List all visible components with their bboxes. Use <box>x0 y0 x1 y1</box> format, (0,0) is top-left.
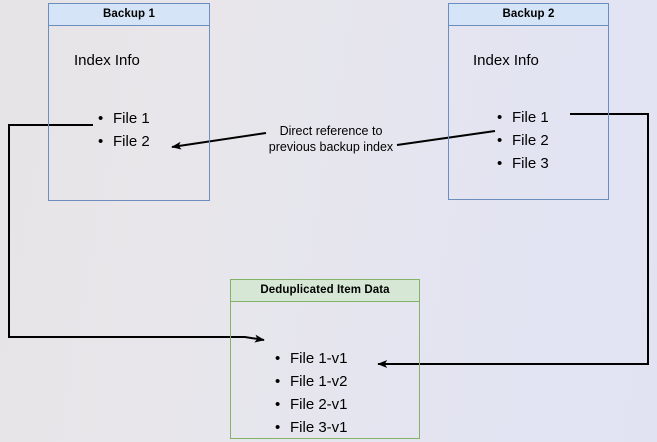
node-backup-1-title: Backup 1 <box>48 3 210 26</box>
list-item: File 2 <box>497 129 549 152</box>
node-backup-2[interactable]: Backup 2 Index Info File 1 File 2 File 3 <box>448 3 609 200</box>
list-item: File 1-v1 <box>275 347 348 370</box>
node-backup-2-body: Index Info File 1 File 2 File 3 <box>448 26 609 200</box>
node-backup-1-body: Index Info File 1 File 2 <box>48 26 210 201</box>
node-backup-2-title: Backup 2 <box>448 3 609 26</box>
node-deduplicated-item-data-title: Deduplicated Item Data <box>230 279 420 302</box>
list-item: File 1 <box>497 106 549 129</box>
node-deduplicated-item-data-file-list: File 1-v1 File 1-v2 File 2-v1 File 3-v1 <box>275 347 348 439</box>
node-deduplicated-item-data-body: File 1-v1 File 1-v2 File 2-v1 File 3-v1 <box>230 302 420 439</box>
edge-label-direct-reference: Direct reference to previous backup inde… <box>246 123 416 155</box>
node-backup-1[interactable]: Backup 1 Index Info File 1 File 2 <box>48 3 210 201</box>
edge-label-line-1: Direct reference to <box>279 124 383 138</box>
list-item: File 2 <box>98 130 150 153</box>
node-backup-2-heading: Index Info <box>473 52 539 69</box>
list-item: File 3 <box>497 152 549 175</box>
node-backup-1-heading: Index Info <box>74 52 140 69</box>
edge-label-line-2: previous backup index <box>268 140 394 154</box>
list-item: File 2-v1 <box>275 393 348 416</box>
node-backup-1-file-list: File 1 File 2 <box>98 107 150 153</box>
node-deduplicated-item-data[interactable]: Deduplicated Item Data File 1-v1 File 1-… <box>230 279 420 439</box>
list-item: File 1-v2 <box>275 370 348 393</box>
list-item: File 1 <box>98 107 150 130</box>
node-backup-2-file-list: File 1 File 2 File 3 <box>497 106 549 175</box>
list-item: File 3-v1 <box>275 416 348 439</box>
